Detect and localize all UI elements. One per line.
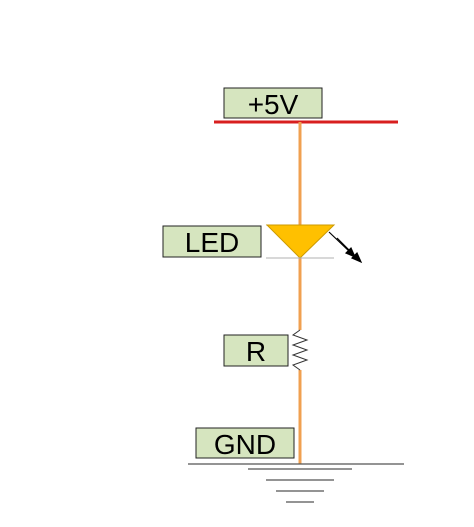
led-symbol-icon: [265, 224, 336, 259]
ground-label-box: GND: [195, 427, 295, 460]
power-label: +5V: [248, 89, 299, 120]
ground-symbol-icon: [188, 463, 404, 503]
resistor-label-box: R: [223, 334, 289, 367]
resistor-label: R: [246, 336, 266, 367]
power-label-box: +5V: [223, 87, 323, 120]
resistor-zigzag-icon: [291, 329, 309, 371]
light-arrows-icon: [328, 231, 363, 264]
led-label: LED: [185, 227, 239, 258]
ground-label: GND: [214, 429, 276, 460]
led-label-box: LED: [162, 225, 262, 258]
